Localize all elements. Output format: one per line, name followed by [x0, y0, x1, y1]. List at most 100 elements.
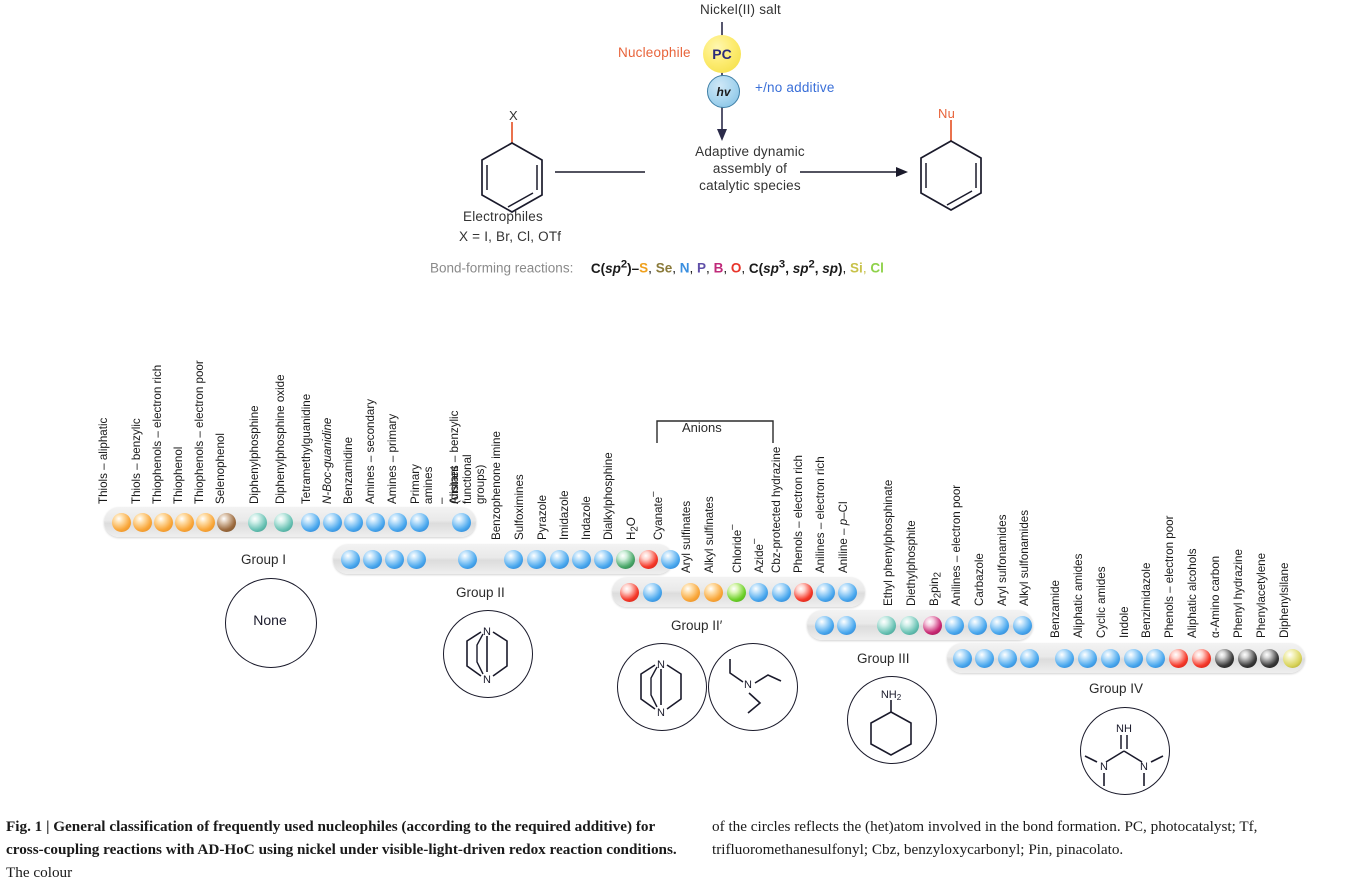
dot-r0-2[interactable] [154, 512, 173, 532]
bond-phosphorus: P [697, 260, 707, 276]
dot-r3-2[interactable] [877, 615, 896, 635]
dot-r2-9[interactable] [838, 582, 857, 602]
svg-text:NH2: NH2 [881, 689, 902, 702]
dot-r0-1[interactable] [133, 512, 152, 532]
dot-r4-10[interactable] [1192, 648, 1211, 668]
group-caption-i: Group I [241, 552, 287, 567]
dot-r1-9[interactable] [594, 549, 613, 569]
dot-r0-4[interactable] [196, 512, 215, 532]
dot-r0-9[interactable] [323, 512, 342, 532]
dot-r2-5[interactable] [749, 582, 768, 602]
dot-r0-8[interactable] [301, 512, 320, 532]
dot-r0-11[interactable] [366, 512, 385, 532]
dot-r3-4[interactable] [923, 615, 942, 635]
cyclohexylamine-structure-graphic: NH2 [870, 689, 912, 756]
bond-sulfur: S [639, 260, 649, 276]
dot-r1-10[interactable] [616, 549, 635, 569]
nickel-salt-label: Nickel(II) salt [700, 2, 782, 17]
light-node: hv [707, 75, 740, 108]
x-substituent-label: X [509, 108, 518, 123]
dot-r1-0[interactable] [341, 549, 360, 569]
dot-r2-7[interactable] [794, 582, 813, 602]
dot-r1-1[interactable] [363, 549, 382, 569]
dot-r3-8[interactable] [1013, 615, 1032, 635]
figure-caption-right: of the circles reflects the (het)atom in… [712, 818, 1258, 858]
dot-r1-8[interactable] [572, 549, 591, 569]
pill-row-group-iii [807, 610, 1033, 640]
dot-r0-12[interactable] [388, 512, 407, 532]
bond-selenium: Se [655, 260, 673, 276]
dot-r4-6[interactable] [1101, 648, 1120, 668]
dot-r4-11[interactable] [1215, 648, 1234, 668]
dot-r3-7[interactable] [990, 615, 1009, 635]
dot-r1-4[interactable] [458, 549, 477, 569]
svg-text:N: N [744, 679, 752, 691]
dot-r4-9[interactable] [1169, 648, 1188, 668]
dot-r2-4[interactable] [727, 582, 746, 602]
dot-r4-12[interactable] [1238, 648, 1257, 668]
dot-r0-6[interactable] [248, 512, 267, 532]
dot-r0-3[interactable] [175, 512, 194, 532]
dot-r2-6[interactable] [772, 582, 791, 602]
bond-carbon-sp2: C(sp2)– [590, 258, 640, 276]
figure-caption-rest-left: The colour [6, 864, 73, 881]
dot-r0-7[interactable] [274, 512, 293, 532]
dabco-structure-graphic: N N [466, 626, 508, 686]
nu-substituent-label: Nu [938, 106, 956, 121]
dot-r4-7[interactable] [1124, 648, 1143, 668]
dot-r2-2[interactable] [681, 582, 700, 602]
figure-number: Fig. 1 [6, 818, 43, 835]
dot-r4-3[interactable] [1020, 648, 1039, 668]
dot-r0-13[interactable] [410, 512, 429, 532]
structure-group-i [225, 578, 317, 668]
bond-carbon-other: C(sp3, sp2, sp) [748, 258, 843, 276]
dot-r2-8[interactable] [816, 582, 835, 602]
triethylamine-structure-graphic: N [729, 659, 782, 714]
dot-r2-1[interactable] [643, 582, 662, 602]
structure-group-iii [847, 676, 937, 764]
dot-r1-2[interactable] [385, 549, 404, 569]
dot-r3-1[interactable] [837, 615, 856, 635]
x-definition-label: X = I, Br, Cl, OTf [459, 229, 562, 244]
dot-r4-4[interactable] [1055, 648, 1074, 668]
dot-r4-8[interactable] [1146, 648, 1165, 668]
dot-r3-6[interactable] [968, 615, 987, 635]
structure-group-ii [443, 610, 533, 698]
anions-bracket [656, 420, 774, 443]
pill-row-group-iv [947, 643, 1305, 673]
dot-r3-0[interactable] [815, 615, 834, 635]
dot-r3-5[interactable] [945, 615, 964, 635]
dot-r4-5[interactable] [1078, 648, 1097, 668]
dot-r3-3[interactable] [900, 615, 919, 635]
dot-r2-3[interactable] [704, 582, 723, 602]
dot-r1-11[interactable] [639, 549, 658, 569]
dot-r0-14[interactable] [452, 512, 471, 532]
pill-row-group-ii-prime [612, 577, 865, 607]
dot-r4-1[interactable] [975, 648, 994, 668]
dot-r2-0[interactable] [620, 582, 639, 602]
center-process-line1: Adaptive dynamic [695, 144, 805, 159]
svg-text:N: N [657, 707, 665, 719]
bond-forming-lead: Bond-forming reactions: [430, 260, 574, 276]
bond-oxygen: O [730, 260, 742, 276]
center-process-label: Adaptive dynamic assembly of catalytic s… [655, 143, 845, 194]
group-caption-iv: Group IV [1089, 681, 1144, 696]
dot-r0-10[interactable] [344, 512, 363, 532]
dot-r4-14[interactable] [1283, 648, 1302, 668]
dot-r1-7[interactable] [550, 549, 569, 569]
reaction-scheme-graphics [481, 22, 982, 213]
dot-r4-13[interactable] [1260, 648, 1279, 668]
dot-r1-12[interactable] [661, 549, 680, 569]
structure-group-i-label: None [253, 612, 287, 628]
structure-group-ii-prime-dabco [617, 643, 707, 731]
dot-r0-5[interactable] [217, 512, 236, 532]
dot-r4-2[interactable] [998, 648, 1017, 668]
dot-r4-0[interactable] [953, 648, 972, 668]
center-process-line3: catalytic species [699, 178, 801, 193]
dot-r1-6[interactable] [527, 549, 546, 569]
group-caption-ii: Group II [456, 585, 505, 600]
dot-r1-3[interactable] [407, 549, 426, 569]
dot-r1-5[interactable] [504, 549, 523, 569]
dot-r0-0[interactable] [112, 512, 131, 532]
